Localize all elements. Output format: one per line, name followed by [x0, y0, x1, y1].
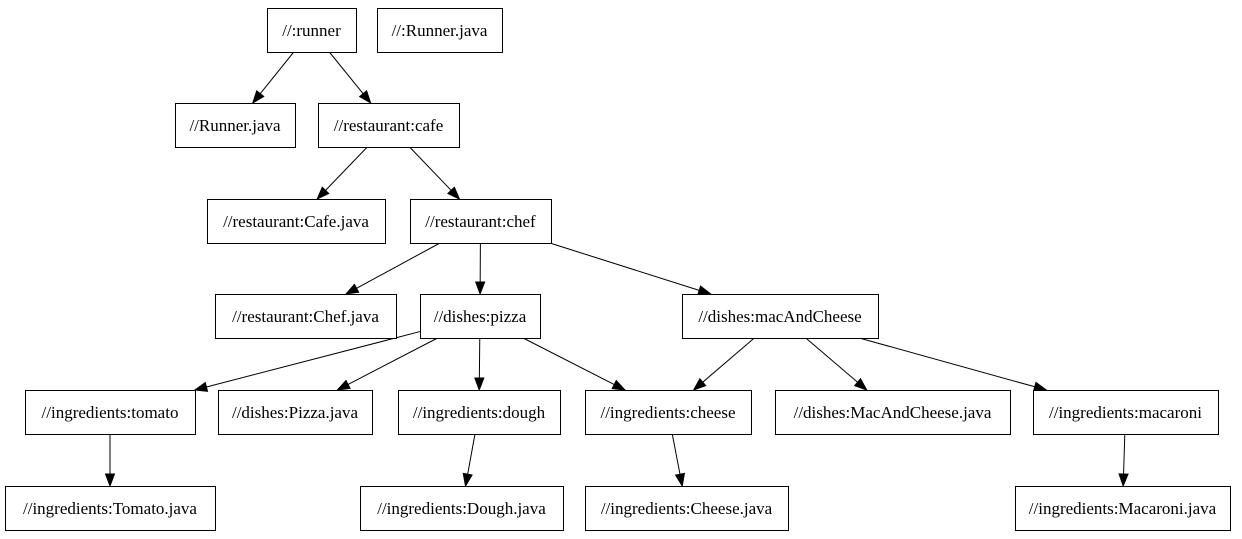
node-box [377, 8, 503, 53]
node-label: //ingredients:Tomato.java [23, 499, 197, 518]
arrowhead-icon [344, 283, 360, 295]
graph-node-cheese_java: //ingredients:Cheese.java [585, 486, 789, 531]
arrowhead-icon [474, 281, 486, 296]
edge-macandcheese-to-macaroni [859, 337, 1035, 388]
edge-cheese-to-cheese_java [671, 433, 681, 475]
node-box [420, 294, 541, 339]
arrowhead-icon [853, 377, 868, 391]
node-box [267, 8, 357, 53]
arrowhead-icon [251, 89, 265, 105]
arrowhead-icon [611, 379, 627, 391]
node-label: //dishes:Pizza.java [232, 403, 359, 422]
edge-cafe-to-cafe_java [325, 146, 368, 191]
graph-node-macandcheese: //dishes:macAndCheese [682, 294, 879, 339]
graph-node-chef: //restaurant:chef [410, 199, 552, 244]
graph-node-chef_java: //restaurant:Chef.java [215, 294, 397, 339]
node-box [585, 486, 789, 531]
edge-pizza-to-cheese [522, 337, 615, 385]
node-box [1015, 486, 1231, 531]
node-box [1033, 390, 1219, 435]
node-label: //restaurant:Chef.java [232, 307, 379, 326]
arrowhead-icon [446, 186, 461, 201]
edge-macandcheese-to-cheese [702, 337, 755, 383]
arrowhead-icon [462, 472, 473, 488]
arrowhead-icon [1032, 381, 1048, 392]
node-label: //restaurant:chef [425, 212, 536, 231]
graph-node-dough: //ingredients:dough [398, 390, 561, 435]
graph-node-cafe_java: //restaurant:Cafe.java [207, 199, 386, 244]
arrowhead-icon [674, 472, 686, 488]
node-box [398, 390, 561, 435]
node-label: //ingredients:Cheese.java [601, 499, 773, 518]
node-label: //restaurant:cafe [334, 116, 444, 135]
node-box [5, 486, 216, 531]
graph-node-macaroni_java: //ingredients:Macaroni.java [1015, 486, 1231, 531]
edge-runner-to-cafe [328, 51, 364, 94]
node-box [25, 390, 196, 435]
edge-pizza-to-pizza_java [347, 337, 438, 385]
graph-node-macaroni: //ingredients:macaroni [1033, 390, 1219, 435]
graph-node-root_runner_java: //:Runner.java [377, 8, 503, 53]
arrowhead-icon [692, 377, 707, 391]
arrowhead-icon [474, 377, 485, 392]
node-box [207, 199, 386, 244]
graph-node-runner_java: //Runner.java [175, 103, 296, 148]
edge-pizza-to-tomato [206, 331, 421, 388]
node-box [360, 486, 564, 531]
node-label: //dishes:pizza [434, 307, 527, 326]
node-label: //:Runner.java [392, 21, 488, 40]
node-box [682, 294, 879, 339]
node-label: //ingredients:macaroni [1049, 403, 1202, 422]
graph-node-pizza: //dishes:pizza [420, 294, 541, 339]
graph-node-tomato_java: //ingredients:Tomato.java [5, 486, 216, 531]
edges-layer [104, 51, 1129, 488]
node-label: //:runner [282, 21, 341, 40]
graph-node-macandcheese_java: //dishes:MacAndCheese.java [775, 390, 1011, 435]
node-box [318, 103, 460, 148]
nodes-layer: //:runner //:Runner.java //Runner.java //re… [5, 8, 1231, 531]
arrowhead-icon [1118, 473, 1129, 488]
edge-runner-to-runner_java [259, 51, 295, 94]
node-box [775, 390, 1011, 435]
graph-node-cafe: //restaurant:cafe [318, 103, 460, 148]
edge-chef-to-chef_java [356, 242, 441, 289]
graph-node-dough_java: //ingredients:Dough.java [360, 486, 564, 531]
arrowhead-icon [697, 285, 712, 296]
graph-node-tomato: //ingredients:tomato [25, 390, 196, 435]
node-label: //dishes:macAndCheese [698, 307, 861, 326]
node-label: //ingredients:tomato [42, 403, 179, 422]
node-box [218, 390, 373, 435]
arrowhead-icon [104, 473, 116, 488]
node-label: //restaurant:Cafe.java [223, 212, 369, 231]
node-label: //dishes:MacAndCheese.java [794, 403, 992, 422]
node-label: //ingredients:Dough.java [377, 499, 546, 518]
node-box [215, 294, 397, 339]
edge-macandcheese-to-macandcheese_java [805, 337, 858, 383]
edge-dough-to-dough_java [467, 433, 476, 475]
node-label: //ingredients:Macaroni.java [1029, 499, 1217, 518]
arrowhead-icon [358, 90, 372, 105]
node-label: //ingredients:dough [413, 403, 546, 422]
edge-chef-to-macandcheese [549, 242, 700, 291]
node-label: //Runner.java [189, 116, 281, 135]
arrowhead-icon [336, 379, 351, 391]
node-box [175, 103, 296, 148]
node-label: //ingredients:cheese [600, 403, 735, 422]
edge-cafe-to-chef [409, 146, 452, 191]
graph-node-runner: //:runner [267, 8, 357, 53]
graph-node-pizza_java: //dishes:Pizza.java [218, 390, 373, 435]
arrowhead-icon [193, 381, 209, 392]
edge-macaroni-to-macaroni_java [1123, 433, 1126, 475]
graph-node-cheese: //ingredients:cheese [585, 390, 752, 435]
arrowhead-icon [316, 186, 330, 201]
node-box [410, 199, 552, 244]
node-box [585, 390, 752, 435]
